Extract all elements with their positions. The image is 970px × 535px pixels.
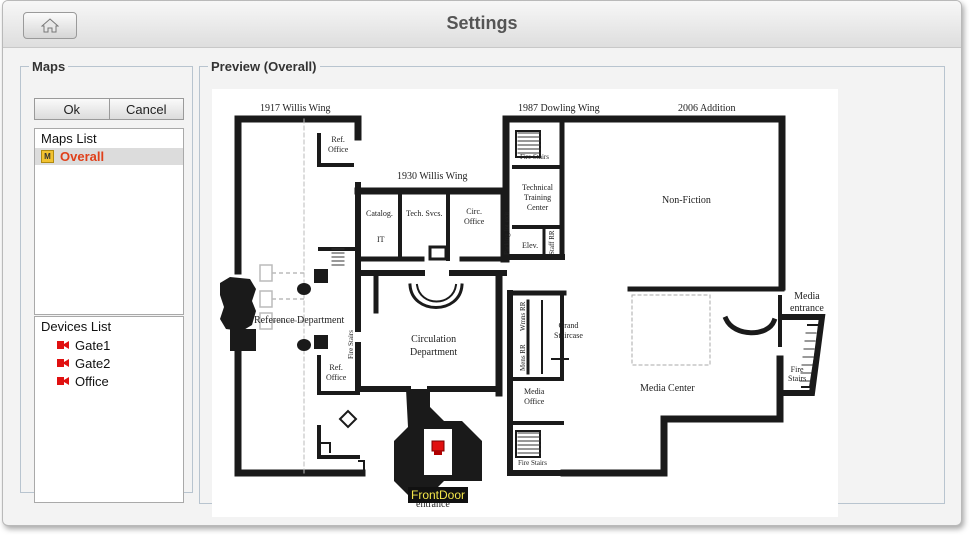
map-label-media-entrance: Media entrance <box>790 291 824 315</box>
map-label-fire-stairs-1: Fire Stairs <box>520 153 549 161</box>
map-item-overall[interactable]: M Overall <box>35 148 183 165</box>
map-label-line: Ref. <box>331 135 345 144</box>
front-door-label[interactable]: FrontDoor <box>408 487 469 503</box>
map-label-reference-department: Reference Department <box>254 315 345 326</box>
map-label-parking-lot-exit: Parking lot exit <box>503 211 511 255</box>
preview-panel-legend: Preview (Overall) <box>211 59 317 74</box>
map-item-label: Overall <box>60 149 105 164</box>
map-label-mens-rr: Mens RR <box>519 344 527 371</box>
map-label-line: Ref. <box>329 363 343 372</box>
front-door-camera-icon[interactable] <box>430 440 446 456</box>
map-label-1930-wing: 1930 Willis Wing <box>397 171 468 182</box>
map-label-circ-office: Circ. Office <box>464 207 484 227</box>
device-label: Office <box>75 373 109 389</box>
settings-window: Settings Maps Ok Cancel Maps List M Over… <box>2 0 962 526</box>
map-label-wmns-rr: Wmns RR <box>519 301 527 331</box>
map-label-1987-wing: 1987 Dowling Wing <box>518 103 600 114</box>
maps-panel-legend: Maps <box>32 59 66 74</box>
map-label-ref-office-1: Ref. Office <box>328 135 348 155</box>
map-label-technical-training: Technical Training Center <box>522 183 553 213</box>
maps-list[interactable]: Maps List M Overall <box>34 128 184 315</box>
map-label-media-office: Media Office <box>524 387 544 407</box>
maps-panel: Maps Ok Cancel Maps List M Overall Devic… <box>20 59 193 503</box>
map-label-line: Office <box>326 373 347 382</box>
map-label-elev: Elev. <box>522 241 539 250</box>
map-label-line: Office <box>524 397 545 406</box>
map-label-tech-svcs: Tech. Svcs. <box>406 209 443 218</box>
map-label-line: Media <box>524 387 545 396</box>
map-label-2006-addition: 2006 Addition <box>678 103 736 114</box>
map-label-media-center: Media Center <box>640 383 695 394</box>
device-item-gate2[interactable]: Gate2 <box>35 354 183 372</box>
map-label-staff-rr: Staff RR <box>548 230 556 255</box>
map-label-entrance: entrance <box>416 499 450 510</box>
map-label-line: Media <box>794 291 820 302</box>
map-label-line: Circ. <box>466 207 483 216</box>
floor-plan-map[interactable]: 1917 Willis Wing 1987 Dowling Wing 2006 … <box>212 89 838 517</box>
ok-button[interactable]: Ok <box>34 98 110 120</box>
cancel-button[interactable]: Cancel <box>109 98 184 120</box>
title-bar: Settings <box>3 1 961 48</box>
preview-panel: Preview (Overall) <box>199 59 945 517</box>
map-label-line: Fire <box>790 365 804 374</box>
map-label-line: Technical <box>522 183 553 192</box>
map-label-grand-staircase: Grand Staircase <box>554 321 583 341</box>
map-label-line: Stairs <box>788 374 807 383</box>
home-icon <box>41 18 59 33</box>
map-badge-icon: M <box>41 150 54 163</box>
map-label-it: IT <box>377 235 385 244</box>
home-button[interactable] <box>23 12 77 39</box>
map-label-line: Office <box>328 145 349 154</box>
device-item-gate1[interactable]: Gate1 <box>35 336 183 354</box>
map-label-non-fiction: Non-Fiction <box>662 195 711 206</box>
camera-icon <box>57 377 69 385</box>
dialog-buttons: Ok Cancel <box>34 98 184 120</box>
camera-icon <box>57 341 69 349</box>
map-label-fire-stairs-3: Fire Stairs <box>518 459 547 467</box>
map-label-line: Grand <box>558 321 579 330</box>
window-title: Settings <box>446 13 518 33</box>
camera-icon <box>57 359 69 367</box>
map-label-catalog: Catalog. <box>366 209 393 218</box>
map-label-line: Training <box>523 193 552 202</box>
map-label-ref-office-2: Ref. Office <box>326 363 346 383</box>
maps-list-header: Maps List <box>41 131 97 146</box>
map-label-circulation-department: Circulation Department <box>410 333 457 359</box>
map-label-1917-wing: 1917 Willis Wing <box>260 103 331 114</box>
devices-list-header: Devices List <box>41 319 112 334</box>
map-label-line: Center <box>526 203 549 212</box>
map-label-line: entrance <box>790 303 824 314</box>
map-label-fire-stairs-2: Fire Stairs <box>347 330 355 359</box>
map-label-line: Circulation <box>411 334 457 345</box>
devices-list[interactable]: Devices List Gate1 Gate2 Office <box>34 316 184 503</box>
map-label-line: Department <box>410 347 458 358</box>
device-label: Gate2 <box>75 355 111 371</box>
device-item-office[interactable]: Office <box>35 372 183 390</box>
map-label-fire-stairs-4: Fire Stairs <box>788 365 806 383</box>
map-label-line: Office <box>464 217 485 226</box>
device-label: Gate1 <box>75 337 111 353</box>
floor-plan-drawing <box>220 115 826 495</box>
map-label-line: Staircase <box>554 331 583 340</box>
